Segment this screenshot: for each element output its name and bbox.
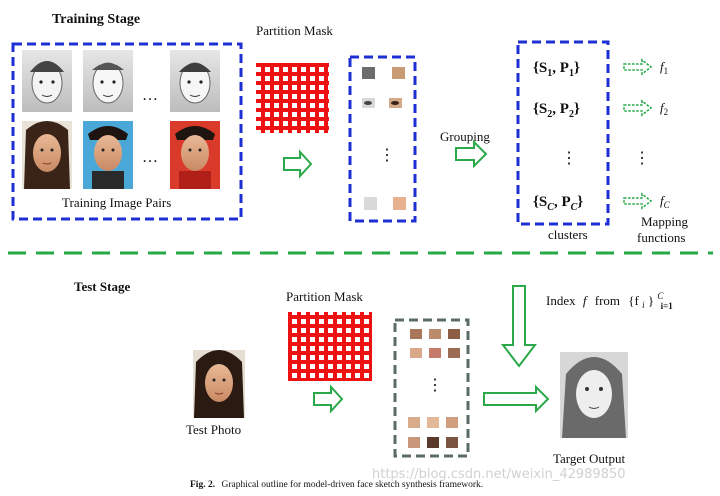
sketch-row-ellipsis: … <box>142 87 158 104</box>
training-pairs-label: Training Image Pairs <box>62 195 171 210</box>
cluster-close-brace: } <box>577 194 583 210</box>
photo-image-3 <box>170 121 220 189</box>
cluster-row-2: {S2, P2} <box>533 101 580 120</box>
training-partition-label: Partition Mask <box>256 23 333 38</box>
mapping-f: f <box>660 193 666 208</box>
training-patches-vdots: ⋮ <box>379 147 395 164</box>
cluster-row-3: {SC, PC} <box>533 194 583 213</box>
cluster-s-sub: 2 <box>547 109 552 120</box>
target-output-label: Target Output <box>553 451 626 466</box>
cluster-p: P <box>561 194 570 210</box>
photo-row-ellipsis: … <box>142 149 158 166</box>
index-formula: Index f from {f i } C i=1 <box>546 287 673 311</box>
mapping-row-1: f1 <box>623 58 668 76</box>
cluster-comma: , <box>554 194 562 210</box>
training-patch-row-2 <box>362 98 402 108</box>
cluster-p: P <box>560 101 569 117</box>
cluster-p-sub: C <box>571 202 578 213</box>
mapping-function-label: f2 <box>660 100 668 117</box>
mapping-function-label: fC <box>660 193 671 210</box>
cluster-p: P <box>560 60 569 76</box>
training-stage-title: Training Stage <box>52 12 140 27</box>
index-prefix: Index <box>546 293 576 308</box>
cluster-close-brace: } <box>574 60 580 76</box>
cluster-s: S <box>539 101 547 117</box>
training-mask-arrow <box>283 149 313 179</box>
cluster-comma: , <box>552 101 560 117</box>
sketch-image-3 <box>170 50 220 112</box>
index-set-close: } <box>648 293 654 308</box>
clusters-box <box>516 40 610 226</box>
cluster-p-sub: 1 <box>569 68 574 79</box>
training-partition-mask <box>256 63 329 133</box>
test-patch-grid-top <box>410 329 460 358</box>
cluster-close-brace: } <box>574 101 580 117</box>
training-patch-row-3 <box>364 197 406 210</box>
cluster-s-sub: C <box>547 202 554 213</box>
mapping-arrow <box>623 99 653 117</box>
test-patches-box <box>393 318 470 458</box>
training-patches-box <box>348 55 417 223</box>
cluster-row-1: {S1, P1} <box>533 60 580 79</box>
mapping-sub: C <box>664 200 671 210</box>
cluster-comma: , <box>552 60 560 76</box>
test-patch-grid-bottom <box>408 417 458 448</box>
mapping-row-2: f2 <box>623 99 668 117</box>
cluster-open-brace: { <box>533 194 539 210</box>
test-partition-label: Partition Mask <box>286 289 363 304</box>
cluster-p-sub: 2 <box>569 109 574 120</box>
index-set: {f <box>628 293 639 308</box>
mapping-label-line1: Mapping <box>641 214 688 229</box>
mapping-sub: 2 <box>664 107 669 117</box>
watermark: https://blog.csdn.net/weixin_42989850 <box>372 467 626 482</box>
index-set-sub: i <box>642 300 645 310</box>
sketch-image-1 <box>22 50 72 112</box>
test-photo-image <box>193 350 245 418</box>
mapping-f: f <box>660 100 666 115</box>
mapping-label-line2: functions <box>637 230 685 245</box>
figure-caption: Fig. 2. Graphical outline for model-driv… <box>190 479 483 490</box>
cluster-open-brace: { <box>533 101 539 117</box>
photo-image-1 <box>22 121 72 189</box>
index-sub: i=1 <box>661 301 674 311</box>
mapping-arrow <box>623 192 653 210</box>
index-from: from <box>595 293 620 308</box>
output-arrow <box>483 384 550 414</box>
photo-image-2 <box>83 121 133 189</box>
test-stage-title: Test Stage <box>74 279 130 294</box>
cluster-s: S <box>539 194 547 210</box>
test-patches-vdots: ⋮ <box>427 377 443 394</box>
caption-text: Graphical outline for model-driven face … <box>221 479 483 490</box>
test-partition-mask <box>288 312 372 381</box>
clusters-vdots: ⋮ <box>561 150 577 167</box>
clusters-label: clusters <box>548 227 588 242</box>
index-arrow <box>500 285 538 368</box>
target-output-image <box>560 352 628 438</box>
training-pairs-box <box>11 42 243 221</box>
mapping-vdots: ⋮ <box>634 150 650 167</box>
sketch-image-2 <box>83 50 133 112</box>
test-mask-arrow <box>313 384 344 414</box>
mapping-function-label: f1 <box>660 59 668 76</box>
mapping-sub: 1 <box>664 66 669 76</box>
mapping-arrow <box>623 58 653 76</box>
grouping-label: Grouping <box>440 129 490 144</box>
training-patch-row-1 <box>362 67 405 79</box>
cluster-open-brace: { <box>533 60 539 76</box>
cluster-s: S <box>539 60 547 76</box>
mapping-f: f <box>660 59 666 74</box>
index-sup: C <box>657 291 664 301</box>
cluster-s-sub: 1 <box>547 68 552 79</box>
clusters-layer: {S1, P1}{S2, P2}{SC, PC} <box>533 60 583 213</box>
caption-fig: Fig. 2. <box>190 480 215 490</box>
mapping-row-3: fC <box>623 192 671 210</box>
test-photo-label: Test Photo <box>186 422 241 437</box>
index-f: f <box>583 293 589 308</box>
grouping-arrow <box>455 139 488 169</box>
